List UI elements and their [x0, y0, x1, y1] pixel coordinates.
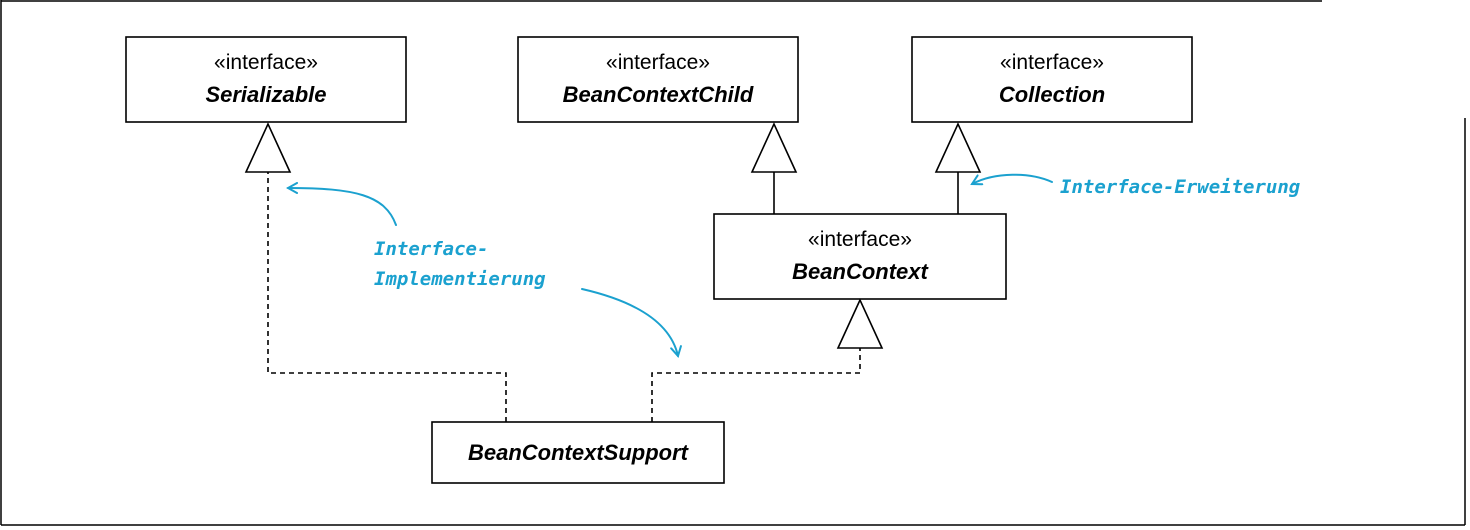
note-interface-erweiterung: Interface-Erweiterung — [972, 173, 1301, 198]
collection-stereotype: «interface» — [1000, 51, 1104, 74]
realization-support-to-serializable — [244, 122, 507, 422]
note-implementation-line1: Interface- — [374, 238, 488, 260]
class-bean-context[interactable]: «interface» BeanContext — [713, 213, 1007, 300]
class-bean-context-child[interactable]: «interface» BeanContextChild — [517, 36, 799, 123]
bean-context-name: BeanContext — [792, 259, 929, 284]
bean-context-child-stereotype: «interface» — [606, 51, 710, 74]
class-collection[interactable]: «interface» Collection — [911, 36, 1193, 123]
note-implementation-line2: Implementierung — [374, 268, 546, 290]
note-extension-text: Interface-Erweiterung — [1060, 176, 1301, 198]
realization-support-to-bean-context — [651, 298, 884, 422]
note-extension-arrow — [972, 173, 1053, 184]
serializable-stereotype: «interface» — [214, 51, 318, 74]
inheritance-triangle — [934, 122, 982, 173]
note-implementation-arrow-down — [581, 288, 678, 356]
collection-name: Collection — [999, 82, 1105, 107]
realization-triangle — [836, 298, 884, 349]
bean-context-stereotype: «interface» — [808, 228, 912, 251]
class-serializable[interactable]: «interface» Serializable — [125, 36, 407, 123]
generalization-bean-context-to-child — [750, 122, 798, 214]
generalization-bean-context-to-collection — [934, 122, 982, 214]
bean-context-support-name: BeanContextSupport — [468, 440, 690, 465]
inheritance-triangle — [750, 122, 798, 173]
serializable-name: Serializable — [205, 82, 326, 107]
bean-context-child-name: BeanContextChild — [563, 82, 754, 107]
class-bean-context-support[interactable]: BeanContextSupport — [431, 421, 725, 484]
note-interface-implementierung: Interface- Implementierung — [288, 188, 678, 356]
realization-triangle — [244, 122, 292, 173]
note-implementation-arrow-up — [288, 188, 397, 226]
